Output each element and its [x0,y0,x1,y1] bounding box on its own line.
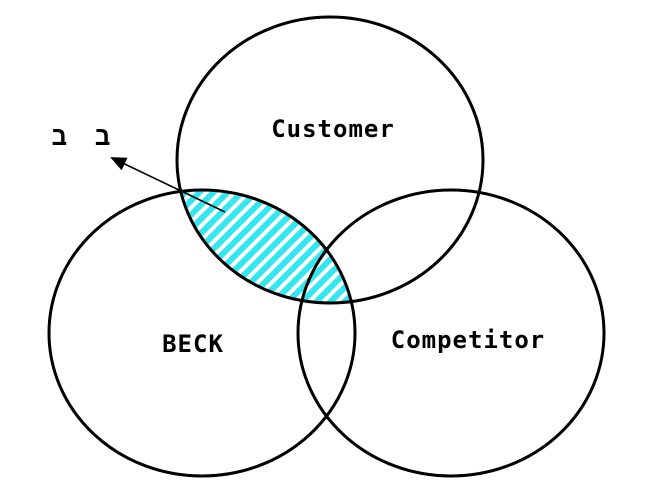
label-competitor: Competitor [391,326,546,354]
circle-customer[interactable] [175,15,485,305]
circle-competitor[interactable] [296,188,606,478]
callout-label: ב ב [52,122,117,152]
circle-beck[interactable] [47,188,357,478]
label-beck: BECK [162,330,224,358]
highlight-beck-customer-intersection[interactable] [49,190,355,476]
label-customer: Customer [271,115,395,143]
callout-arrow [110,157,226,213]
